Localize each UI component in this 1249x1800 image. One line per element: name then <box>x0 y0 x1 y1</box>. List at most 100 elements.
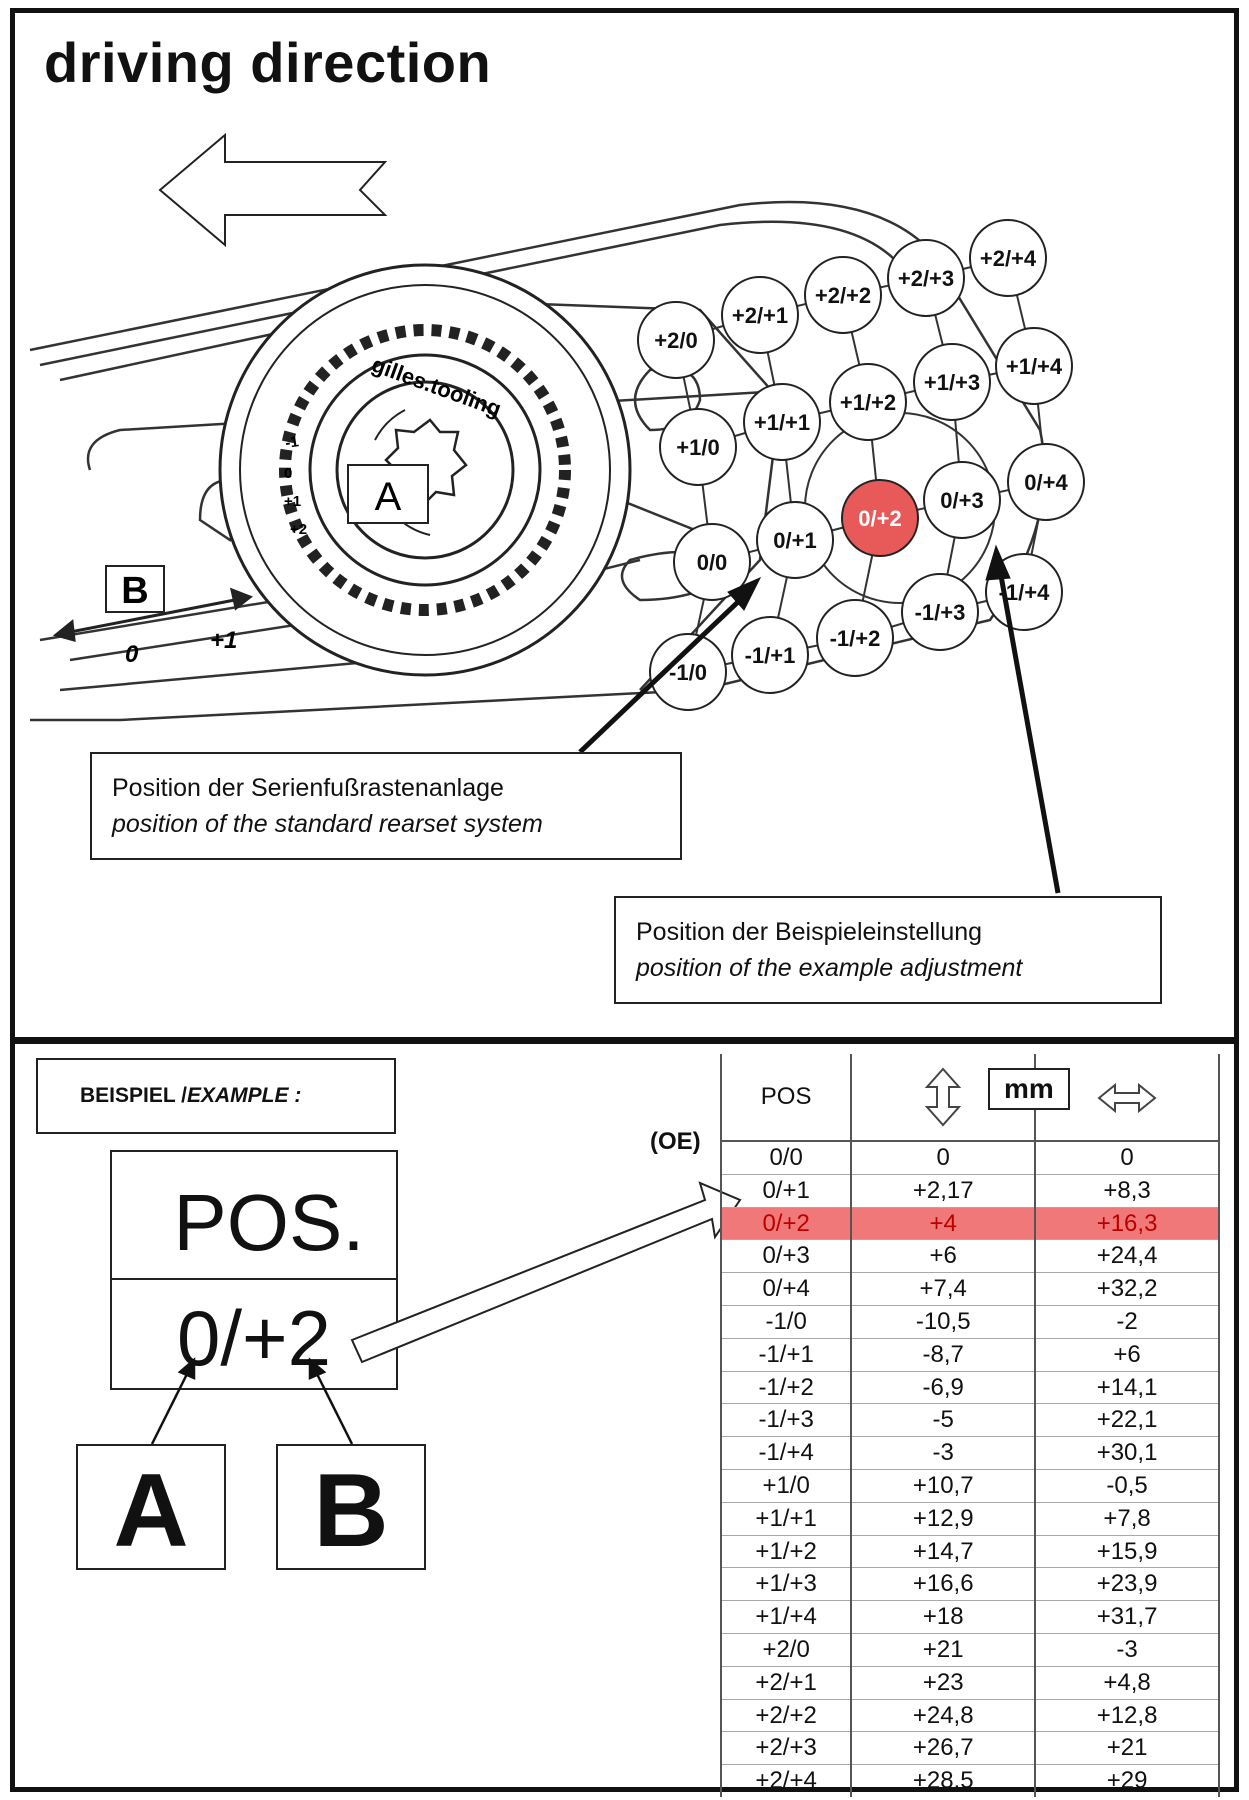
position-label: -1/+1 <box>745 643 796 668</box>
table-cell-vertical: +2,17 <box>850 1173 1037 1208</box>
position-p2-p4: +2/+4 <box>969 219 1047 297</box>
position-circle <box>995 327 1073 405</box>
b-scale-label: 0 <box>125 641 139 668</box>
unit-label: mm <box>988 1068 1070 1110</box>
callout-german: Position der Beispieleinstellung <box>636 918 983 946</box>
table-cell-pos: 0/+3 <box>719 1239 853 1273</box>
table-row: -1/0-10,5-2 <box>719 1304 1220 1339</box>
table-cell-pos: 0/+2 <box>719 1206 853 1240</box>
column-header-pos: POS <box>719 1054 853 1142</box>
position-circle <box>969 219 1047 297</box>
table-cell-horizontal: -3 <box>1034 1632 1220 1667</box>
table-cell-vertical: -5 <box>850 1403 1037 1437</box>
table-row: +1/+2+14,7+15,9 <box>719 1534 1220 1568</box>
position-circle <box>659 408 737 486</box>
table-cell-pos: 0/+1 <box>719 1173 853 1208</box>
marker-b: B <box>121 570 148 612</box>
table-cell-horizontal: +6 <box>1034 1337 1220 1372</box>
table-cell-pos: 0/+4 <box>719 1272 853 1306</box>
table-row: +2/+3+26,7+21 <box>719 1731 1220 1765</box>
b-scale-label: +1 <box>210 627 237 654</box>
table-cell-horizontal: +12,8 <box>1034 1698 1220 1732</box>
callout-example-position: Position der Beispieleinstellung positio… <box>614 896 1162 1004</box>
position-circle <box>743 383 821 461</box>
table-cell-vertical: 0 <box>850 1140 1037 1175</box>
vertical-arrow-icon <box>924 1067 962 1127</box>
table-cell-horizontal: +30,1 <box>1034 1436 1220 1470</box>
scale-label: -1 <box>284 433 300 452</box>
position-m1-p1: -1/+1 <box>731 616 809 694</box>
position-label: +1/+2 <box>840 390 896 415</box>
table-cell-vertical: +28,5 <box>850 1764 1037 1797</box>
marker-b-box <box>105 565 165 613</box>
callout-english: position of the standard rearset system <box>112 810 543 838</box>
example-label-de: BEISPIEL / <box>80 1084 187 1107</box>
table-row: 0/+1+2,17+8,3 <box>719 1173 1220 1208</box>
table-cell-vertical: +26,7 <box>850 1731 1037 1765</box>
table-cell-horizontal: +21 <box>1034 1731 1220 1765</box>
table-cell-pos: +2/0 <box>719 1632 853 1667</box>
callout-standard-position: Position der Serienfußrastenanlage posit… <box>90 752 682 860</box>
marker-a: A <box>375 475 402 519</box>
position-circles: +2/0 +2/+1 +2/+2 +2/+3 +2/+4 +1/0 +1/+1 +1/+2 +1… <box>637 219 1085 711</box>
table-cell-pos: -1/+3 <box>719 1403 853 1437</box>
table-row: 0/+2+4+16,3 <box>719 1206 1220 1240</box>
callout-german: Position der Serienfußrastenanlage <box>112 774 504 802</box>
position-circle <box>901 573 979 651</box>
table-cell-vertical: +18 <box>850 1600 1037 1634</box>
table-cell-pos: +1/0 <box>719 1468 853 1503</box>
table-cell-pos: +2/+3 <box>719 1731 853 1765</box>
position-circle <box>756 501 834 579</box>
position-circle <box>841 479 919 557</box>
table-cell-horizontal: -0,5 <box>1034 1468 1220 1503</box>
table-row: +2/+2+24,8+12,8 <box>719 1698 1220 1732</box>
position-label: +2/0 <box>654 328 697 353</box>
table-cell-horizontal: +31,7 <box>1034 1600 1220 1634</box>
table-cell-horizontal: -2 <box>1034 1304 1220 1339</box>
position-label: 0/0 <box>697 550 728 575</box>
position-0-p2: 0/+2 <box>841 479 919 557</box>
example-label-en: EXAMPLE : <box>186 1084 302 1107</box>
table-cell-pos: -1/0 <box>719 1304 853 1339</box>
table-cell-vertical: -3 <box>850 1436 1037 1470</box>
position-label: +1/+4 <box>1006 354 1063 379</box>
position-label: +1/+1 <box>754 410 810 435</box>
table-row: +2/0+21-3 <box>719 1632 1220 1667</box>
position-label: +2/+3 <box>898 266 954 291</box>
table-row: +1/+4+18+31,7 <box>719 1600 1220 1634</box>
table-cell-horizontal: +32,2 <box>1034 1272 1220 1306</box>
table-cell-vertical: +12,9 <box>850 1501 1037 1536</box>
position-p1-p3: +1/+3 <box>913 343 991 421</box>
table-cell-horizontal: +22,1 <box>1034 1403 1220 1437</box>
table-cell-pos: +2/+1 <box>719 1665 853 1700</box>
position-circle <box>649 633 727 711</box>
position-label: 0/+3 <box>940 488 983 513</box>
table-cell-pos: -1/+1 <box>719 1337 853 1372</box>
scale-label: +1 <box>284 493 301 510</box>
table-cell-horizontal: 0 <box>1034 1140 1220 1175</box>
position-label: +2/+1 <box>732 303 788 328</box>
table-row: +1/+3+16,6+23,9 <box>719 1567 1220 1601</box>
position-label: +1/0 <box>676 435 719 460</box>
position-label: 0/+1 <box>773 528 816 553</box>
table-row: 0/+3+6+24,4 <box>719 1239 1220 1273</box>
table-row: -1/+2-6,9+14,1 <box>719 1370 1220 1404</box>
table-cell-horizontal: +16,3 <box>1034 1206 1220 1240</box>
position-p1m0: +1/0 <box>659 408 737 486</box>
oe-label: (OE) <box>650 1128 701 1155</box>
position-label: 0/+4 <box>1024 470 1068 495</box>
position-circle <box>887 239 965 317</box>
position-p1-p4: +1/+4 <box>995 327 1073 405</box>
table-cell-horizontal: +23,9 <box>1034 1567 1220 1601</box>
table-cell-vertical: +21 <box>850 1632 1037 1667</box>
position-p2-p2: +2/+2 <box>804 256 882 334</box>
table-cell-vertical: +7,4 <box>850 1272 1037 1306</box>
position-circle <box>1007 443 1085 521</box>
table-row: 0/+4+7,4+32,2 <box>719 1272 1220 1306</box>
table-cell-vertical: +14,7 <box>850 1534 1037 1568</box>
position-p1-p1: +1/+1 <box>743 383 821 461</box>
table-cell-horizontal: +8,3 <box>1034 1173 1220 1208</box>
pos-label: POS. <box>112 1168 396 1280</box>
table-cell-pos: +1/+3 <box>719 1567 853 1601</box>
